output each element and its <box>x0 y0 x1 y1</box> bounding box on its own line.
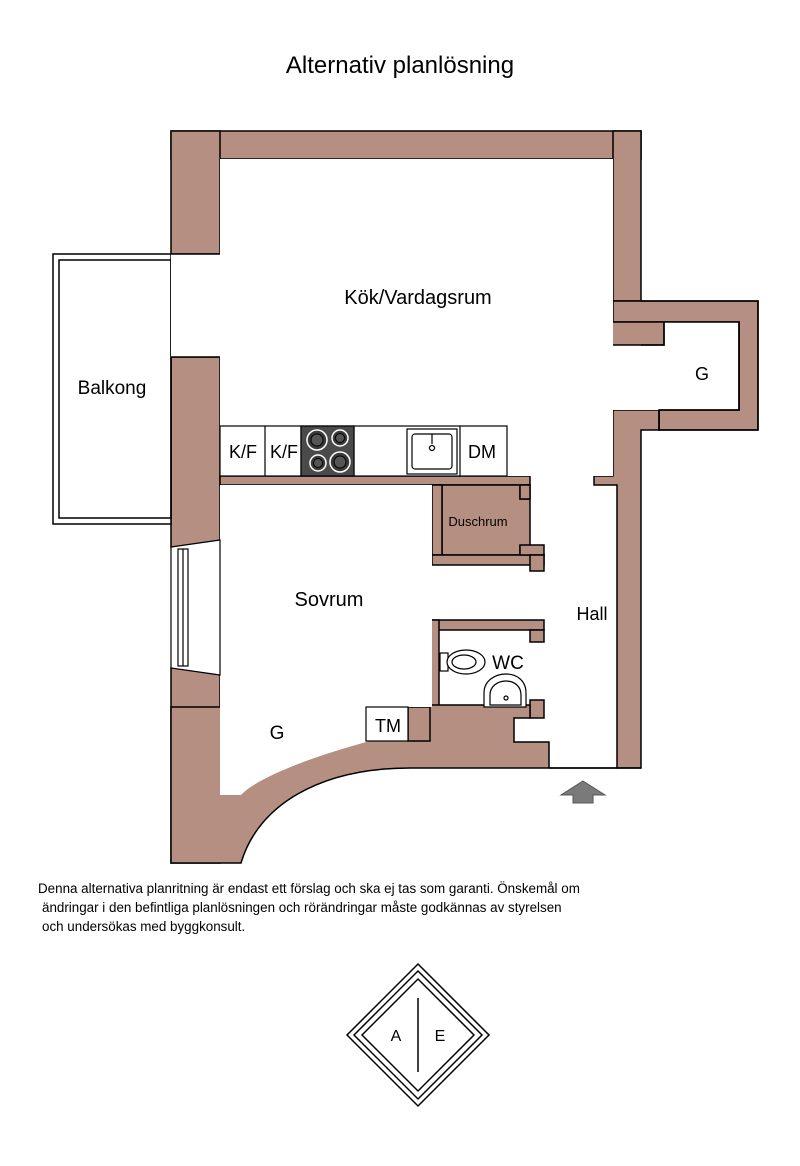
wall-shower-left <box>431 484 443 556</box>
label-hall: Hall <box>576 604 607 624</box>
stove-icon <box>300 425 355 477</box>
logo-letter-e: E <box>435 1028 446 1045</box>
label-shower: Duschrum <box>448 514 507 529</box>
balcony <box>52 253 172 525</box>
label-bedroom: Sovrum <box>295 589 364 611</box>
label-kitchen-living: Kök/Vardagsrum <box>344 287 491 309</box>
wall-left-upper <box>170 130 221 255</box>
label-kf-2: K/F <box>270 442 298 462</box>
wall-shower-bottom <box>431 554 545 566</box>
label-kf-1: K/F <box>229 442 257 462</box>
label-tm: TM <box>375 716 401 736</box>
wall-wc-stub <box>529 629 545 643</box>
logo-letter-a: A <box>391 1028 402 1045</box>
wall-tm-right <box>407 706 431 742</box>
wall-top <box>170 130 642 160</box>
label-balcony: Balkong <box>78 378 147 399</box>
kitchen-counter <box>219 425 508 477</box>
wall-shower-stub3 <box>529 554 545 572</box>
note-line-2: ändringar i den befintliga planlösningen… <box>42 900 562 915</box>
wall-wc-right <box>529 699 545 719</box>
disclaimer-note: Denna alternativa planritning är endast … <box>38 879 678 936</box>
label-storage-bottom: G <box>270 723 285 744</box>
label-storage-right: G <box>695 364 709 384</box>
wall-left-mid <box>170 356 221 548</box>
entrance-arrow-icon <box>549 767 617 804</box>
note-line-3: och undersökas med byggkonsult. <box>42 919 246 934</box>
label-wc: WC <box>492 653 524 674</box>
wall-shower-stub <box>519 484 531 500</box>
sink-icon <box>406 428 458 475</box>
label-dishwasher: DM <box>468 442 496 462</box>
storage-dividers <box>365 706 409 742</box>
bedroom-window <box>170 539 221 676</box>
wall-wc-top <box>429 619 545 631</box>
wall-right-upper <box>612 130 642 302</box>
toilet-icon <box>439 649 486 675</box>
page-title: Alternativ planlösning <box>285 52 515 79</box>
logo-ae: A E <box>345 962 491 1108</box>
wall-counter <box>219 475 531 486</box>
wall-shower-stub2 <box>519 544 545 556</box>
floors <box>220 159 739 476</box>
note-line-1: Denna alternativa planritning är endast … <box>38 881 580 896</box>
washbasin-icon <box>483 673 527 708</box>
